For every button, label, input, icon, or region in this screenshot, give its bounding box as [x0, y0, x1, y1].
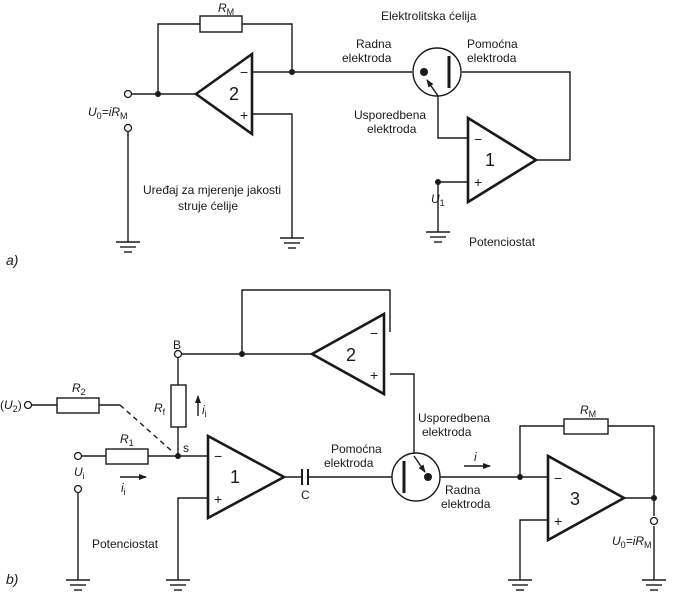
reference-electrode-arrow-a — [426, 79, 439, 97]
opamp-2-number: 2 — [229, 84, 239, 104]
counter-electrode-label-a1: Pomoćna — [467, 37, 518, 51]
input-u2-label: (U2) — [0, 398, 22, 414]
opamp-3-b-minus: − — [554, 470, 562, 486]
opamp-1-minus: − — [474, 131, 482, 147]
node-s-label: s — [183, 441, 189, 455]
reference-electrode-label-b1: Usporedbena — [418, 411, 490, 425]
ground-icon — [508, 579, 532, 591]
opamp-2-b-plus: + — [370, 367, 378, 383]
opamp-2-plus: + — [240, 107, 248, 123]
wire-counter-electrode-a — [462, 71, 571, 161]
potentiostat-label-a: Potenciostat — [469, 235, 536, 249]
terminal-ui-top — [73, 451, 83, 461]
opamp-1-b-number: 1 — [230, 467, 240, 487]
opamp-2-minus: − — [240, 64, 248, 80]
wire-amp1-plus-ground-b — [177, 497, 208, 580]
wire-reference-electrode-a — [437, 96, 468, 139]
opamp-1-b-minus: − — [214, 448, 222, 464]
resistor-rm-b-label: RM — [580, 403, 596, 419]
potentiostat-label-b: Potenciostat — [92, 537, 159, 551]
counter-electrode-label-b1: Pomoćna — [331, 442, 382, 456]
opamp-3-b-number: 3 — [570, 489, 580, 509]
resistor-r2-b — [56, 397, 100, 414]
reference-electrode-label-b2: elektroda — [422, 425, 472, 439]
resistor-rm-label: RM — [218, 1, 234, 17]
junction-node-b — [239, 351, 245, 357]
junction-rm-right-a — [289, 69, 295, 75]
ground-icon — [642, 579, 666, 591]
panel-label-b: b) — [6, 571, 18, 587]
terminal-u2 — [23, 400, 33, 410]
ground-icon — [280, 237, 304, 249]
opamp-2-b-number: 2 — [346, 345, 356, 365]
panel-label-a: a) — [6, 252, 18, 268]
cell-title: Elektrolitska ćelija — [381, 9, 477, 23]
electrochemical-cell-b — [391, 452, 441, 502]
junction-rm-left-b — [517, 474, 523, 480]
node-b-label: B — [173, 338, 181, 352]
wire-rm-loop-a — [157, 23, 293, 94]
diagram-b: b) B s C (U2) R2 R1 Rf ii Ui ii 1 − + 2 … — [0, 289, 666, 591]
ground-icon — [426, 231, 450, 243]
ground-terminal-a — [123, 123, 133, 133]
wire-r2-dashed-b — [119, 404, 175, 454]
resistor-rm-a — [199, 15, 243, 33]
counter-electrode-label-a2: elektroda — [467, 51, 517, 65]
wire-amp2-plus-ground — [252, 113, 293, 238]
working-electrode-dot-b — [424, 473, 432, 481]
junction-rm-right-b — [651, 495, 657, 501]
current-output-label: i — [474, 450, 477, 464]
resistor-rf-b — [170, 384, 187, 428]
reference-electrode-label-a1: Usporedbena — [354, 108, 426, 122]
resistor-rf-label: Rf — [154, 401, 166, 417]
wire-amp3-plus-ground-b — [519, 519, 548, 580]
opamp-2-b — [309, 311, 386, 397]
node-c-label: C — [301, 488, 310, 502]
working-electrode-label-b1: Radna — [445, 483, 481, 497]
input-ui-label: Ui — [74, 465, 85, 481]
opamp-1-b-plus: + — [214, 491, 222, 507]
output-voltage-label-a: U0=iRM — [88, 105, 128, 121]
diagram-a: a) RM 2 − + 1 − + U0=iRM Uređaj za mjere… — [6, 1, 571, 268]
opamp-1-number: 1 — [485, 150, 495, 170]
current-input-label: ii — [121, 481, 126, 497]
output-terminal-a — [123, 89, 133, 99]
resistor-rm-b — [563, 418, 609, 435]
opamp-1-a — [466, 115, 539, 205]
ground-icon — [116, 241, 140, 253]
terminal-output-b — [649, 516, 659, 526]
ground-icon — [66, 579, 90, 591]
ground-icon — [166, 579, 190, 591]
working-electrode-label-a2: elektroda — [342, 51, 392, 65]
resistor-r2-label: R2 — [72, 381, 86, 397]
opamp-1-b — [206, 433, 287, 521]
working-electrode-label-b2: elektroda — [441, 497, 491, 511]
measurement-device-line1: Uređaj za mjerenje jakosti — [143, 183, 281, 197]
output-voltage-label-b: U0=iRM — [612, 534, 652, 550]
junction-rm-left-a — [155, 91, 161, 97]
wire-amp2-plus-reference-b — [390, 373, 415, 456]
reference-electrode-arrow-b — [413, 455, 426, 473]
opamp-3-b — [546, 453, 627, 543]
working-electrode-label-a1: Radna — [356, 37, 392, 51]
wire-rm-loop-b — [519, 425, 655, 498]
terminal-b-node — [173, 349, 183, 359]
current-rf-label: ii — [202, 403, 207, 419]
measurement-device-line2: struje ćelije — [178, 199, 238, 213]
reference-electrode-label-a2: elektroda — [367, 122, 417, 136]
counter-electrode-label-b2: elektroda — [324, 456, 374, 470]
opamp-1-plus: + — [474, 174, 482, 190]
junction-setpoint-a — [435, 179, 441, 185]
opamp-2-a — [193, 51, 254, 137]
working-electrode-dot-a — [420, 68, 428, 76]
opamp-2-b-minus: − — [370, 325, 378, 341]
setpoint-label-a: U1 — [431, 192, 445, 208]
resistor-r1-label: R1 — [120, 432, 134, 448]
terminal-ui-bottom — [73, 484, 83, 494]
junction-node-s — [175, 453, 181, 459]
resistor-r1-b — [105, 448, 149, 465]
opamp-3-b-plus: + — [554, 513, 562, 529]
